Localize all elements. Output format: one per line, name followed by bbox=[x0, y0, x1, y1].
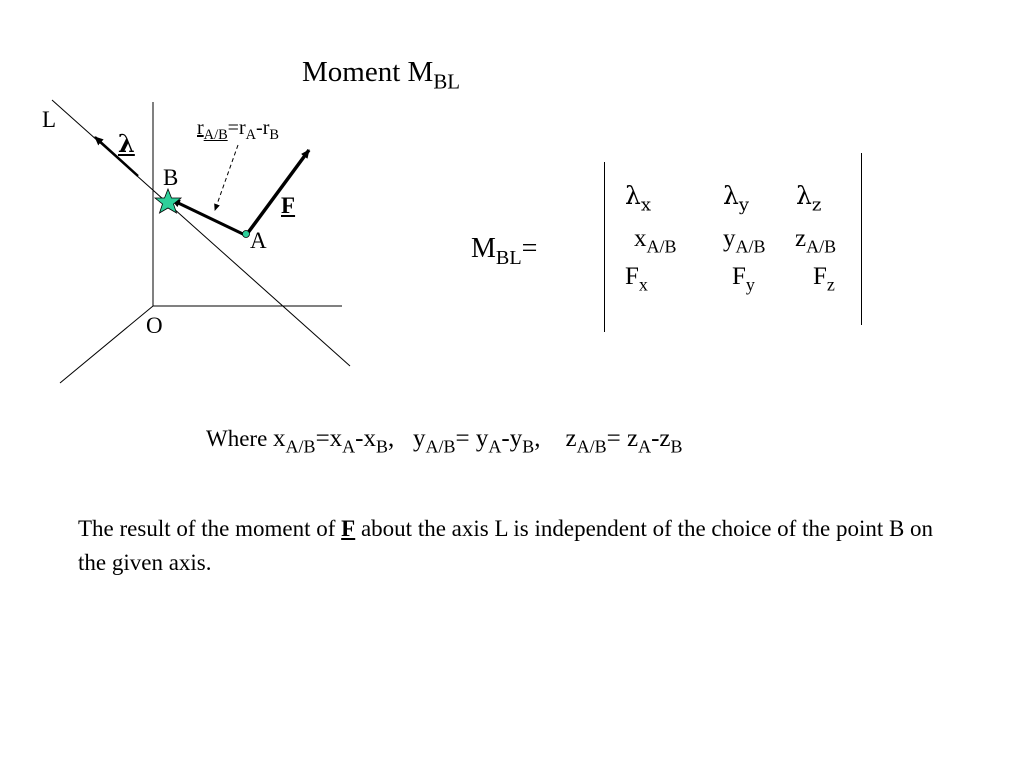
where-definitions: Where xA/B=xA-xB, yA/B= yA-yB, zA/B= zA-… bbox=[206, 425, 683, 457]
slide-title: Moment MBL bbox=[302, 56, 460, 94]
point-a-dot bbox=[242, 230, 250, 238]
matrix-lambda-y: λy bbox=[723, 181, 750, 216]
matrix-x-ab: xA/B bbox=[634, 225, 677, 257]
matrix-f-y: Fy bbox=[732, 263, 755, 295]
matrix-lambda-x: λx bbox=[625, 181, 652, 216]
lambda-label: λ bbox=[118, 129, 135, 158]
force-label: F bbox=[281, 193, 296, 218]
determinant-right-bar bbox=[861, 153, 862, 325]
axis-l-label: L bbox=[42, 107, 57, 132]
origin-label: O bbox=[146, 313, 163, 338]
matrix-f-z: Fz bbox=[813, 263, 835, 295]
point-b-label: B bbox=[163, 165, 179, 190]
conclusion-note: The result of the moment of F about the … bbox=[78, 516, 934, 575]
point-a-label: A bbox=[250, 228, 267, 253]
r-ab-equation: rA/B=rA-rB bbox=[197, 117, 279, 144]
determinant-left-bar bbox=[604, 162, 605, 332]
note-force-symbol: F bbox=[341, 516, 356, 541]
matrix-y-ab: yA/B bbox=[723, 225, 766, 257]
r-ab-vector bbox=[171, 198, 246, 237]
force-vector bbox=[245, 148, 311, 236]
m-bl-lhs: MBL= bbox=[471, 233, 538, 270]
matrix-z-ab: zA/B bbox=[795, 225, 837, 257]
matrix-lambda-z: λz bbox=[796, 181, 822, 216]
lambda-vector bbox=[94, 136, 139, 177]
x-axis-line bbox=[59, 305, 154, 384]
pointer-dashed-arrow bbox=[214, 144, 239, 211]
matrix-f-x: Fx bbox=[625, 263, 648, 295]
star-icon bbox=[153, 187, 183, 214]
